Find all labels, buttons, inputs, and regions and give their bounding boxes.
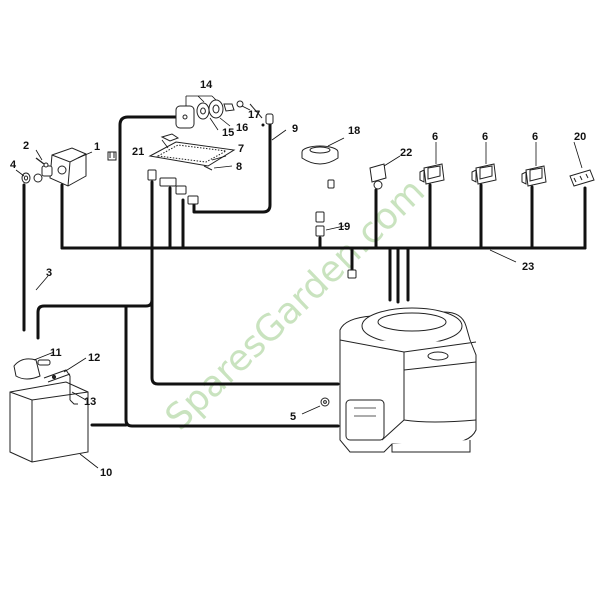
callouts: 1 2 4 3 5 6 6 6 7 8 9 10 11 12 13 14 15 …	[10, 79, 586, 479]
callout-15: 15	[222, 127, 234, 139]
nut-part[interactable]	[21, 172, 31, 184]
callout-2: 2	[23, 140, 29, 152]
callout-20: 20	[574, 131, 586, 143]
callout-23: 23	[522, 261, 534, 273]
callout-5: 5	[290, 411, 296, 423]
safety-switch-3[interactable]	[521, 165, 547, 187]
wire-clip[interactable]	[107, 151, 117, 161]
inline-connector[interactable]	[315, 211, 357, 279]
grommet[interactable]	[320, 397, 330, 407]
callout-17: 17	[248, 109, 260, 121]
engine[interactable]	[339, 307, 477, 453]
callout-4: 4	[10, 159, 17, 171]
callout-12: 12	[88, 352, 100, 364]
fuse[interactable]	[160, 133, 180, 142]
callout-22: 22	[400, 147, 412, 159]
callout-16: 16	[236, 122, 248, 134]
pressure-switch[interactable]	[369, 163, 387, 190]
callout-7: 7	[238, 143, 244, 155]
callout-13: 13	[84, 396, 96, 408]
diode-module[interactable]	[569, 169, 595, 187]
safety-switch-1[interactable]	[419, 163, 445, 185]
callout-8: 8	[236, 161, 242, 173]
callout-21: 21	[132, 146, 144, 158]
callout-18: 18	[348, 125, 360, 137]
callout-11: 11	[50, 347, 62, 359]
battery[interactable]	[9, 381, 89, 463]
callout-6a: 6	[432, 131, 438, 143]
callout-1: 1	[94, 141, 100, 153]
circuit-board[interactable]	[148, 141, 236, 171]
terminal-connector[interactable]	[265, 113, 274, 125]
safety-switch-2[interactable]	[471, 163, 497, 185]
ignition-switch[interactable]	[33, 147, 87, 187]
callout-6b: 6	[482, 131, 488, 143]
leader-lines	[15, 95, 583, 469]
battery-strap[interactable]	[43, 369, 78, 405]
screw-part[interactable]	[35, 157, 49, 168]
buzzer[interactable]	[301, 145, 339, 189]
callout-19: 19	[338, 221, 350, 233]
connector-block[interactable]	[147, 169, 199, 205]
callout-3: 3	[46, 267, 52, 279]
callout-10: 10	[100, 467, 112, 479]
callout-6c: 6	[532, 131, 538, 143]
terminal-cover[interactable]	[13, 358, 51, 380]
main-harness	[22, 115, 587, 428]
callout-9: 9	[292, 123, 298, 135]
callout-14: 14	[200, 79, 213, 91]
